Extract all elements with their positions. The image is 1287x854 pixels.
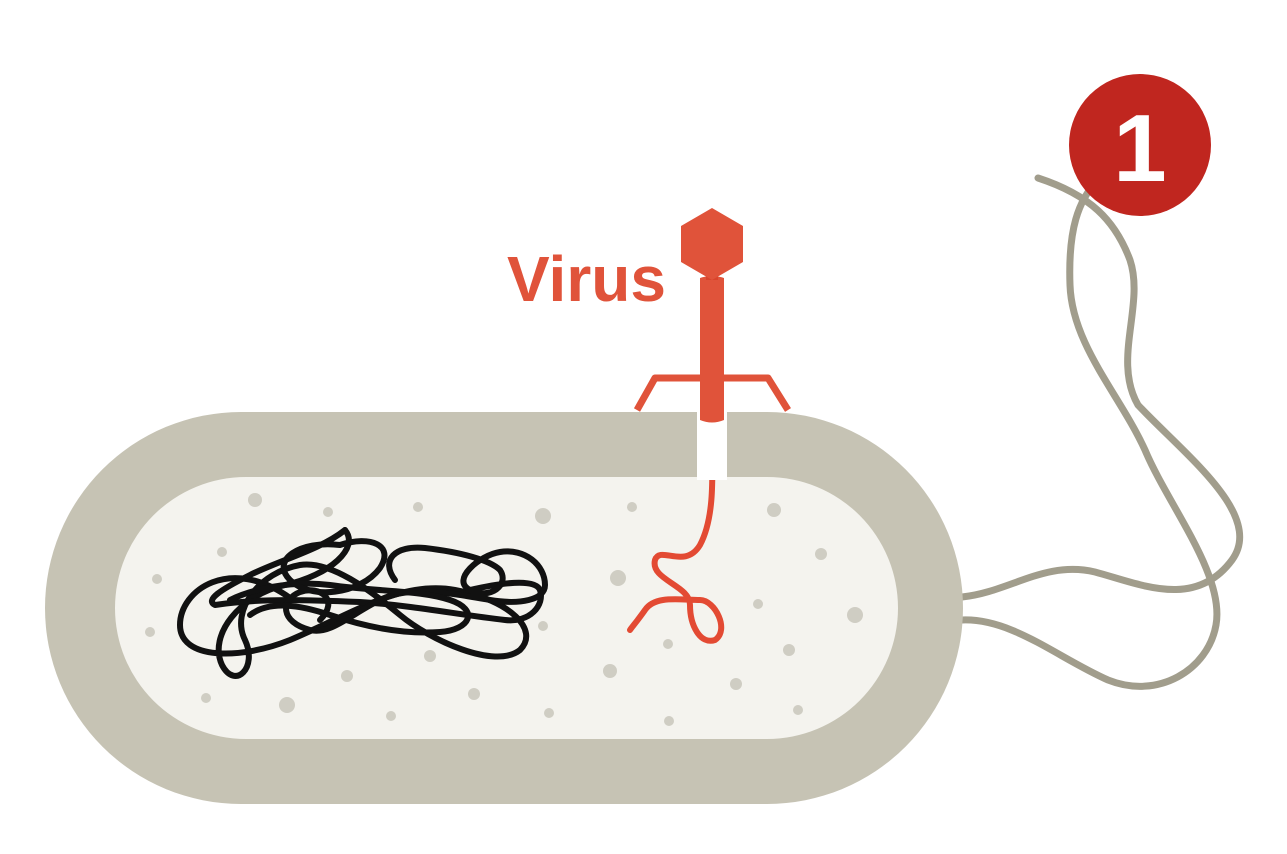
bacterial-dna-icon bbox=[177, 527, 548, 679]
flagellum-strand-upper bbox=[958, 174, 1244, 601]
step-badge-circle bbox=[1069, 74, 1211, 216]
virus-label: Virus bbox=[507, 243, 666, 315]
virus-head bbox=[681, 208, 743, 280]
flagellum-strand-lower bbox=[958, 176, 1221, 690]
step-number: 1 bbox=[1113, 95, 1166, 202]
flagellum-icon bbox=[958, 174, 1244, 690]
cytoplasm-particles bbox=[145, 493, 863, 726]
step-badge-icon: 1 bbox=[1069, 74, 1211, 216]
bacteriophage-icon bbox=[681, 208, 743, 480]
virus-tail-fibers bbox=[633, 374, 791, 412]
virus-tail-sheath bbox=[700, 276, 724, 423]
viral-dna-icon bbox=[627, 417, 725, 644]
